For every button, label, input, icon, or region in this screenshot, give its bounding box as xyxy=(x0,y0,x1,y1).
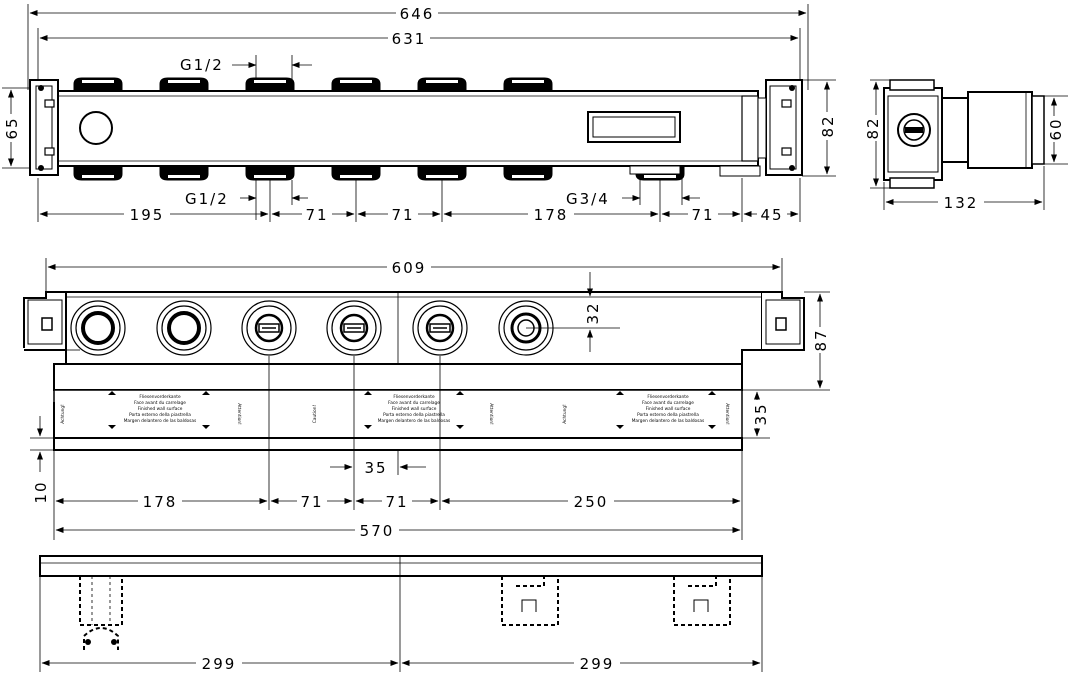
front-view: 609 32 xyxy=(23,258,830,540)
dim-spacing-end: 45 xyxy=(760,206,783,224)
label-thread-top: G1/2 xyxy=(180,56,224,74)
svg-text:Attention!: Attention! xyxy=(724,403,730,425)
svg-text:Attention!: Attention! xyxy=(236,403,242,425)
top-view: 646 631 G1/2 xyxy=(2,4,837,224)
svg-text:Porta esterno della piastrella: Porta esterno della piastrella xyxy=(129,412,191,418)
dim-front-height: 87 xyxy=(812,328,830,351)
dim-half-right: 299 xyxy=(580,655,615,673)
dim-spacing-a: 71 xyxy=(305,206,328,224)
dim-center-offset: 35 xyxy=(364,459,387,477)
dim-depth: 82 xyxy=(819,114,837,137)
label-thread-right: G3/4 xyxy=(566,190,610,208)
svg-text:Attention!: Attention! xyxy=(488,403,494,425)
svg-text:Face avant du carrelage: Face avant du carrelage xyxy=(134,400,186,406)
dim-spacing-first: 195 xyxy=(130,206,165,224)
plate-label-group-3: Fliesenvorderkante Face avant du carrela… xyxy=(562,394,730,425)
svg-text:Fliesenvorderkante: Fliesenvorderkante xyxy=(393,394,435,400)
svg-text:Fliesenvorderkante: Fliesenvorderkante xyxy=(139,394,181,400)
dim-body-length: 631 xyxy=(392,30,427,48)
dim-spacing-b: 71 xyxy=(391,206,414,224)
dim-front-spacing-last: 250 xyxy=(574,493,609,511)
dim-side-depth: 132 xyxy=(944,194,979,212)
svg-text:Achtung!: Achtung! xyxy=(60,404,66,424)
svg-text:Achtung!: Achtung! xyxy=(562,404,568,424)
side-view: 82 60 132 xyxy=(864,79,1068,212)
svg-text:Porta esterno della piastrella: Porta esterno della piastrella xyxy=(637,412,699,418)
dim-side-width: 60 xyxy=(1047,117,1065,140)
dim-spacing-c: 178 xyxy=(534,206,569,224)
dim-front-spacing-first: 178 xyxy=(143,493,178,511)
dim-bottom-offset: 10 xyxy=(32,480,50,503)
dim-outlet-offset: 32 xyxy=(584,301,602,324)
svg-text:Caution!: Caution! xyxy=(312,405,318,424)
dim-overall-length: 646 xyxy=(400,5,435,23)
svg-text:Margen delantero de las baldos: Margen delantero de las baldosas xyxy=(378,418,451,424)
svg-text:Finished wall surface: Finished wall surface xyxy=(646,406,691,412)
svg-text:Porta esterno della piastrella: Porta esterno della piastrella xyxy=(383,412,445,418)
dim-front-length: 609 xyxy=(392,259,427,277)
svg-text:Finished wall surface: Finished wall surface xyxy=(138,406,183,412)
dim-front-total: 570 xyxy=(360,522,395,540)
plate-label-group-1: Fliesenvorderkante Face avant du carrela… xyxy=(60,394,242,425)
dim-plate-height: 35 xyxy=(752,402,770,425)
bracket-view: 299 299 xyxy=(39,555,763,673)
level-icon xyxy=(108,391,716,429)
svg-text:Margen delantero de las baldos: Margen delantero de las baldosas xyxy=(124,418,197,424)
svg-text:Face avant du carrelage: Face avant du carrelage xyxy=(388,400,440,406)
dim-spacing-d: 71 xyxy=(691,206,714,224)
dim-side-height: 82 xyxy=(864,116,882,139)
dim-height: 65 xyxy=(3,116,21,139)
svg-text:Fliesenvorderkante: Fliesenvorderkante xyxy=(647,394,689,400)
label-thread-bottom: G1/2 xyxy=(185,190,229,208)
dim-half-left: 299 xyxy=(202,655,237,673)
dim-front-spacing-a: 71 xyxy=(300,493,323,511)
svg-text:Face avant du carrelage: Face avant du carrelage xyxy=(642,400,694,406)
plate-label-group-2: Fliesenvorderkante Face avant du carrela… xyxy=(312,394,494,425)
svg-text:Finished wall surface: Finished wall surface xyxy=(392,406,437,412)
svg-text:Margen delantero de las baldos: Margen delantero de las baldosas xyxy=(632,418,705,424)
dim-front-spacing-b: 71 xyxy=(385,493,408,511)
